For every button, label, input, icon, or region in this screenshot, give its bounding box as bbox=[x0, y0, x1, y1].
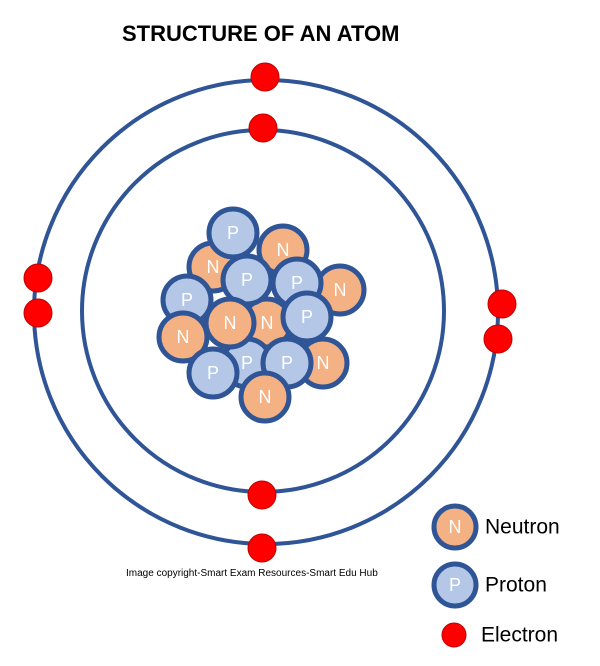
neutron-symbol: N bbox=[277, 240, 290, 260]
neutron-symbol: N bbox=[261, 313, 274, 333]
electron-legend-icon bbox=[441, 622, 467, 648]
neutron-symbol: N bbox=[449, 517, 462, 537]
neutron-symbol: N bbox=[259, 387, 272, 407]
proton-circle bbox=[206, 206, 260, 260]
neutron-symbol: N bbox=[177, 327, 190, 347]
legend-item-electron: Electron bbox=[441, 622, 558, 648]
neutron-symbol: N bbox=[334, 280, 347, 300]
neutron-symbol: N bbox=[224, 313, 237, 333]
neutron-circle bbox=[238, 370, 292, 424]
legend-label: Neutron bbox=[485, 516, 560, 539]
electron bbox=[248, 113, 278, 143]
electron bbox=[250, 62, 280, 92]
proton-circle bbox=[280, 290, 334, 344]
neutron-symbol: N bbox=[317, 353, 330, 373]
electron bbox=[247, 533, 277, 563]
neutron-circle bbox=[203, 296, 257, 350]
neutron-particle: N bbox=[156, 310, 210, 364]
neutron-symbol: N bbox=[207, 257, 220, 277]
legend-label: Proton bbox=[485, 574, 547, 597]
copyright-text: Image copyright-Smart Exam Resources-Sma… bbox=[126, 568, 378, 579]
proton-particle: P bbox=[280, 290, 334, 344]
proton-particle: P bbox=[206, 206, 260, 260]
proton-symbol: P bbox=[181, 290, 193, 310]
neutron-particle: N bbox=[203, 296, 257, 350]
neutron-circle bbox=[431, 503, 479, 551]
legend-item-neutron: N Neutron bbox=[431, 503, 560, 551]
proton-symbol: P bbox=[449, 575, 461, 595]
electrons bbox=[23, 62, 517, 563]
neutron-particle: N bbox=[238, 370, 292, 424]
proton-particle: P bbox=[431, 561, 479, 609]
proton-particle: P bbox=[186, 346, 240, 400]
diagram-title: STRUCTURE OF AN ATOM bbox=[122, 21, 399, 46]
electron bbox=[23, 263, 53, 293]
proton-symbol: P bbox=[281, 353, 293, 373]
legend-item-proton: P Proton bbox=[431, 561, 547, 609]
electron bbox=[487, 289, 517, 319]
proton-symbol: P bbox=[207, 363, 219, 383]
proton-symbol: P bbox=[291, 273, 303, 293]
proton-symbol: P bbox=[241, 353, 253, 373]
neutron-circle bbox=[156, 310, 210, 364]
proton-circle bbox=[186, 346, 240, 400]
proton-symbol: P bbox=[227, 223, 239, 243]
legend-label: Electron bbox=[481, 624, 558, 647]
proton-symbol: P bbox=[241, 270, 253, 290]
proton-circle bbox=[431, 561, 479, 609]
electron bbox=[483, 324, 513, 354]
electron bbox=[247, 480, 277, 510]
neutron-particle: N bbox=[431, 503, 479, 551]
proton-symbol: P bbox=[301, 307, 313, 327]
electron bbox=[23, 298, 53, 328]
